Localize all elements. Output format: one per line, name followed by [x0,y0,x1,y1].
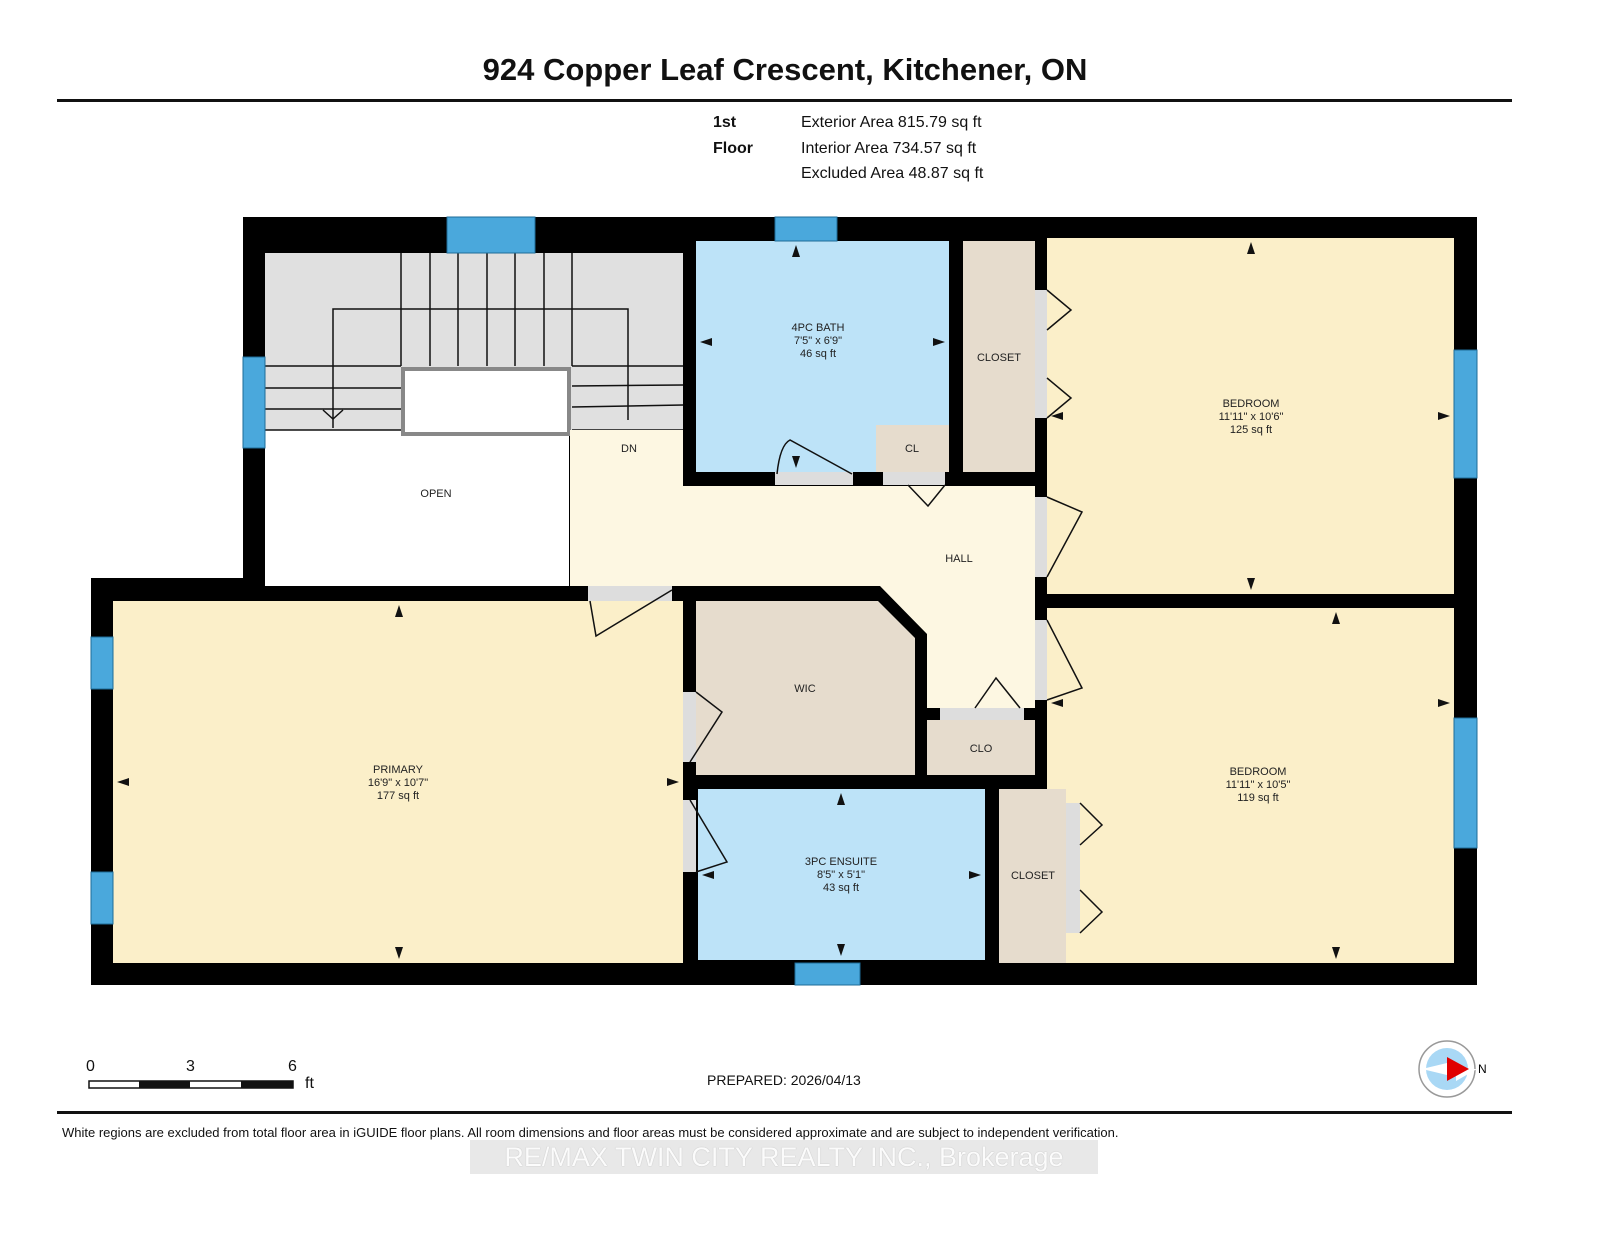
room-hall [570,430,1035,708]
area-3pc-ensuite: 43 sq ft [823,882,859,894]
top-divider [57,99,1512,102]
dims-3pc-ensuite: 8'5" x 5'1" [817,869,865,881]
bottom-divider [57,1111,1512,1114]
room-closet-top [963,241,1035,472]
dims-primary: 16'9" x 10'7" [368,777,428,789]
area-4pc-bath: 46 sq ft [800,348,836,360]
disclaimer: White regions are excluded from total fl… [62,1125,1119,1140]
room-bedroom-2 [1047,608,1454,963]
label-primary: PRIMARY [373,764,424,776]
doors [588,289,1104,934]
open-area [265,430,569,586]
dims-4pc-bath: 7'5" x 6'9" [794,335,842,347]
room-wic [696,601,915,775]
dims-bedroom-1: 11'11" x 10'6" [1219,411,1284,423]
label-closet-bottom: CLOSET [1011,870,1055,882]
room-3pc-ensuite [698,789,985,960]
interior-area: Interior Area 734.57 sq ft [801,139,977,157]
open-well [401,367,571,436]
label-dn: DN [621,443,637,455]
label-hall: HALL [945,553,973,565]
scale-tick-0: 0 [86,1058,95,1075]
label-open: OPEN [420,488,451,500]
exterior-area: Exterior Area 815.79 sq ft [801,114,982,131]
scale-tick-6: 6 [288,1058,297,1075]
watermark: RE/MAX TWIN CITY REALTY INC., Brokerage [470,1140,1098,1174]
compass-north-icon [1418,1040,1477,1098]
label-clo: CLO [970,743,993,755]
scale-tick-3: 3 [186,1058,195,1075]
prepared-date: PREPARED: 2026/04/13 [707,1072,861,1088]
dimension-arrows [117,242,1450,959]
area-bedroom-1: 125 sq ft [1230,424,1272,436]
room-clo [927,720,1035,775]
excluded-area: Excluded Area 48.87 sq ft [801,165,984,182]
floor-name: 1st Floor [713,114,753,157]
scale-unit: ft [305,1075,314,1092]
room-cl [876,425,949,472]
label-4pc-bath: 4PC BATH [792,322,845,334]
room-closet-bottom [999,789,1066,963]
label-wic: WIC [794,683,815,695]
windows [90,216,1478,986]
label-bedroom-1: BEDROOM [1223,398,1280,410]
page-title: 924 Copper Leaf Crescent, Kitchener, ON [482,52,1088,87]
label-bedroom-2: BEDROOM [1230,766,1287,778]
label-cl: CL [905,443,919,455]
area-primary: 177 sq ft [377,790,419,802]
scale-bar [88,1080,294,1089]
area-bedroom-2: 119 sq ft [1237,792,1278,804]
room-primary [113,601,683,963]
compass-label: N [1478,1062,1487,1076]
room-bedroom-1 [1047,238,1454,594]
dims-bedroom-2: 11'11" x 10'5" [1226,779,1291,791]
label-3pc-ensuite: 3PC ENSUITE [805,856,877,868]
label-closet-top: CLOSET [977,352,1021,364]
